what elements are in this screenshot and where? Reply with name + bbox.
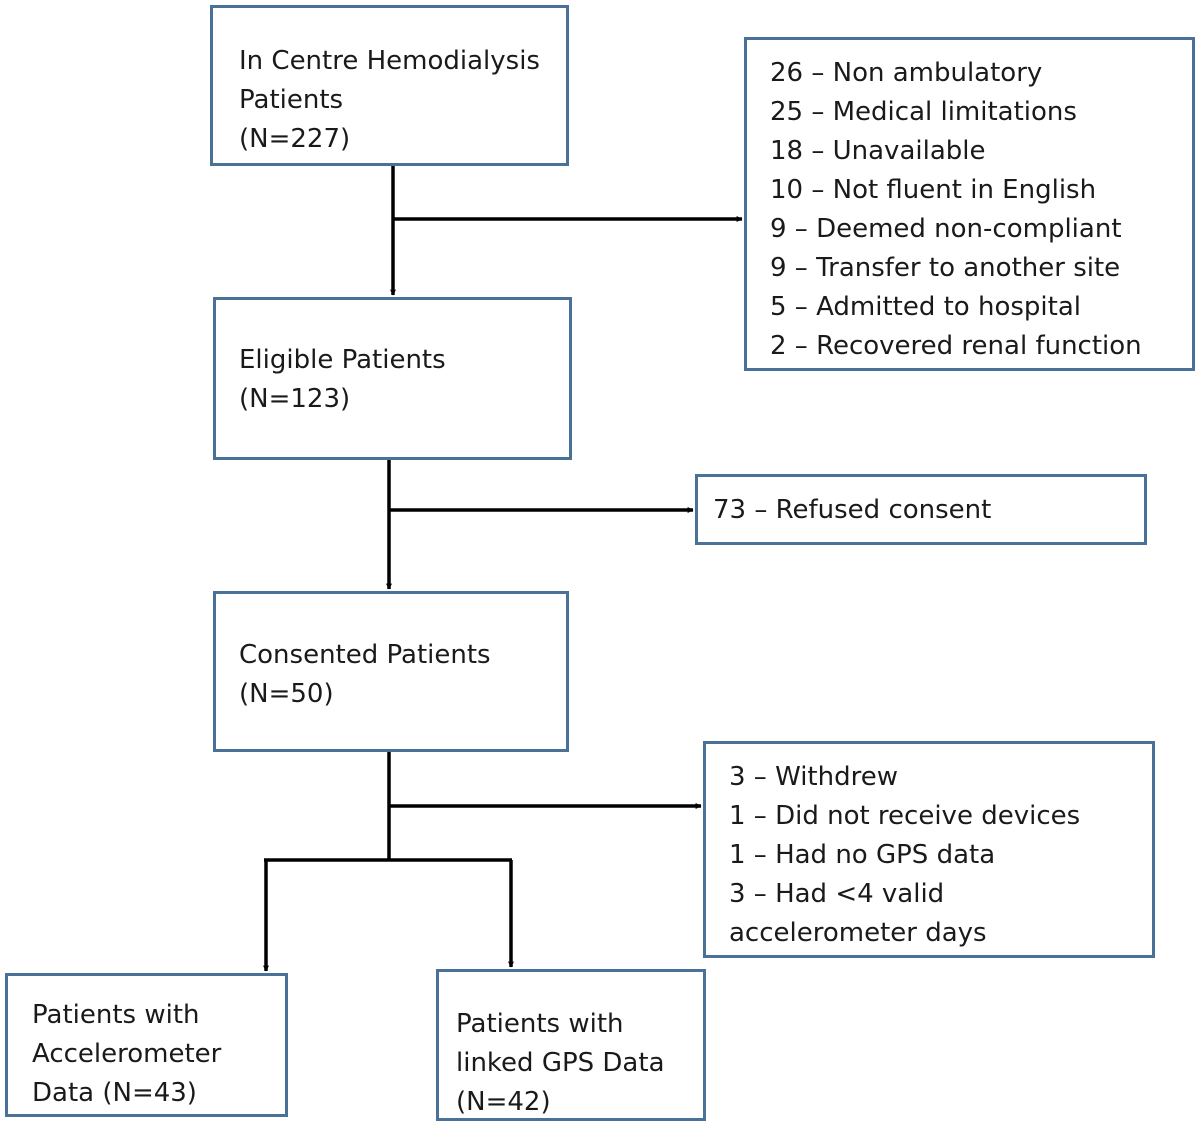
box-text-line: Patients: [239, 85, 344, 115]
box-text-line: linked GPS Data: [456, 1048, 665, 1078]
exclusion-item: 10 – Not fluent in English: [770, 175, 1097, 205]
exclusion-item: 18 – Unavailable: [770, 136, 986, 166]
box-exclusion-reasons: 26 – Non ambulatory 25 – Medical limitat…: [744, 37, 1195, 371]
exclusion-item: 73 – Refused consent: [713, 495, 992, 525]
exclusion-item: 9 – Transfer to another site: [770, 253, 1121, 283]
exclusion-item: 25 – Medical limitations: [770, 97, 1077, 127]
exclusion-item: 9 – Deemed non-compliant: [770, 214, 1122, 244]
box-text-line: Consented Patients: [239, 640, 491, 670]
box-text-line: Patients with: [32, 1000, 200, 1030]
exclusion-item: 2 – Recovered renal function: [770, 331, 1142, 361]
box-text-line: (N=227): [239, 124, 351, 154]
box-hemodialysis-patients: In Centre Hemodialysis Patients (N=227): [210, 5, 569, 166]
exclusion-item: accelerometer days: [729, 918, 987, 948]
exclusion-item: 3 – Withdrew: [729, 762, 898, 792]
box-text-line: (N=42): [456, 1087, 551, 1117]
exclusion-item: 1 – Did not receive devices: [729, 801, 1081, 831]
box-refused-consent: 73 – Refused consent: [695, 474, 1147, 545]
box-gps-patients: Patients with linked GPS Data (N=42): [436, 969, 706, 1121]
box-text-line: (N=50): [239, 679, 334, 709]
box-eligible-patients: Eligible Patients (N=123): [213, 297, 572, 460]
exclusion-item: 1 – Had no GPS data: [729, 840, 996, 870]
box-text-line: (N=123): [239, 384, 351, 414]
box-text-line: Patients with: [456, 1009, 624, 1039]
exclusion-item: 3 – Had <4 valid: [729, 879, 945, 909]
exclusion-item: 26 – Non ambulatory: [770, 58, 1043, 88]
box-text-line: Data (N=43): [32, 1078, 197, 1108]
exclusion-item: 5 – Admitted to hospital: [770, 292, 1081, 322]
box-text-line: In Centre Hemodialysis: [239, 46, 540, 76]
box-accelerometer-patients: Patients with Accelerometer Data (N=43): [5, 973, 288, 1117]
box-withdrawal-reasons: 3 – Withdrew 1 – Did not receive devices…: [703, 741, 1155, 958]
box-text-line: Eligible Patients: [239, 345, 446, 375]
box-text-line: Accelerometer: [32, 1039, 222, 1069]
box-consented-patients: Consented Patients (N=50): [213, 591, 569, 752]
